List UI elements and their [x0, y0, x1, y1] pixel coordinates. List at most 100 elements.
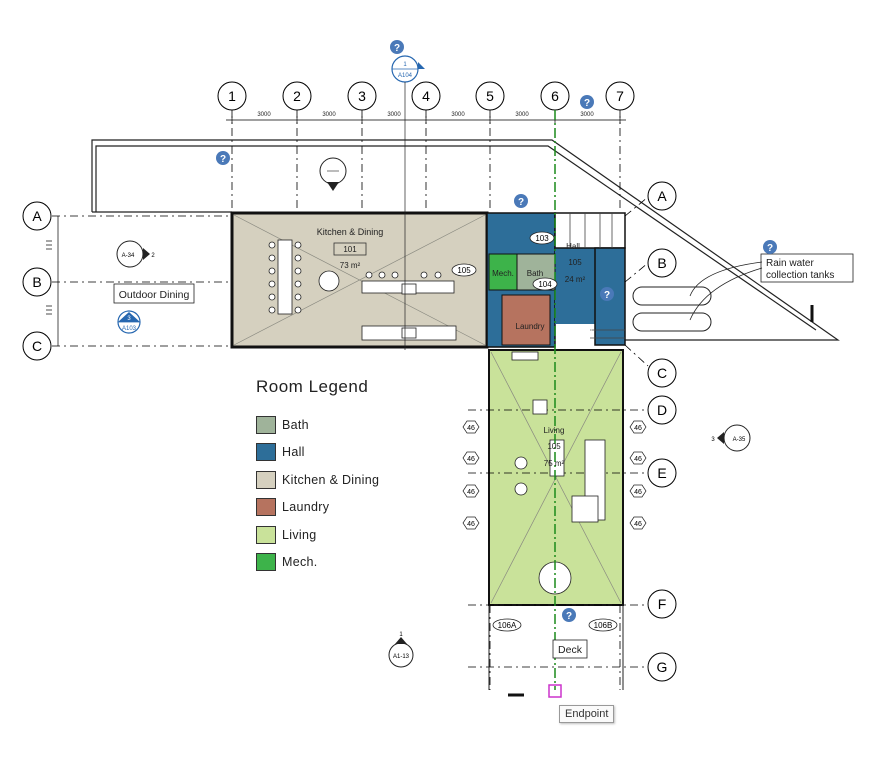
window-tags[interactable]: 46 46 46 46 46 46 46 46	[462, 420, 647, 530]
section-marker-outdoor[interactable]: 3 A103	[117, 310, 141, 334]
outdoor-dining-label[interactable]: Outdoor Dining	[113, 283, 195, 304]
grid-col-label: 2	[293, 88, 301, 104]
window-tag-label: 46	[467, 425, 475, 432]
door-tag-106a[interactable]: 106A	[492, 618, 522, 632]
svg-text:?: ?	[604, 290, 610, 301]
room-name-mech: Mech.	[492, 269, 514, 278]
door-tag-103[interactable]: 103	[529, 231, 555, 245]
grid-col-label: 6	[551, 88, 559, 104]
grid-bubble-col-4[interactable]: 4	[411, 81, 441, 111]
help-icon[interactable]: ?	[763, 240, 777, 254]
room-hall-east[interactable]	[555, 248, 595, 324]
help-icon[interactable]: ?	[562, 608, 576, 622]
deck-label[interactable]: Deck	[552, 639, 588, 659]
room-name-living: Living	[544, 426, 565, 435]
endpoint-marker[interactable]	[548, 684, 562, 698]
door-tag-106b[interactable]: 106B	[588, 618, 618, 632]
room-name-bath: Bath	[527, 269, 543, 278]
help-icon[interactable]: ?	[390, 40, 404, 54]
room-number-hall: 105	[568, 258, 582, 267]
grid-bubble-row-c-right[interactable]: C	[647, 358, 677, 388]
room-area-kitchen: 73 m²	[340, 261, 361, 270]
grid-bubble-row-a-right[interactable]: A	[647, 181, 677, 211]
room-mech[interactable]	[488, 253, 518, 291]
svg-text:?: ?	[767, 243, 773, 254]
window-tag: 46	[629, 451, 647, 465]
svg-text:1: 1	[403, 62, 407, 68]
svg-text:106B: 106B	[594, 621, 613, 630]
room-name-kitchen: Kitchen & Dining	[317, 227, 384, 237]
grid-bubble-row-a-left[interactable]: A	[22, 201, 52, 231]
grid-bubble-col-3[interactable]: 3	[347, 81, 377, 111]
grid-bubble-col-7[interactable]: 7	[605, 81, 635, 111]
grid-col-label: 4	[422, 88, 430, 104]
window-tag-label: 46	[634, 456, 642, 463]
legend-item-hall: Hall	[256, 439, 456, 467]
grid-bubble-row-f[interactable]: F	[647, 589, 677, 619]
living-furniture	[511, 351, 606, 595]
svg-text:A104: A104	[398, 73, 413, 79]
grid-bubble-row-e[interactable]: E	[647, 458, 677, 488]
grid-bubble-col-6[interactable]: 6	[540, 81, 570, 111]
svg-text:?: ?	[584, 98, 590, 109]
grid-bubble-row-d[interactable]: D	[647, 395, 677, 425]
legend-swatch	[256, 525, 276, 544]
window-tag: 46	[629, 484, 647, 498]
legend-label: Bath	[282, 417, 309, 432]
svg-text:?: ?	[518, 197, 524, 208]
help-icon[interactable]: ?	[216, 151, 230, 165]
door-tag-105[interactable]: 105	[451, 263, 477, 277]
dimension-label: 3000	[451, 112, 465, 118]
room-stair[interactable]	[554, 212, 626, 249]
window-tag: 46	[629, 420, 647, 434]
help-icon[interactable]: ?	[514, 194, 528, 208]
room-number-kitchen: 101	[343, 245, 357, 254]
elevation-marker-north[interactable]	[319, 157, 347, 191]
dimension-label: 3000	[515, 112, 529, 118]
grid-bubble-col-1[interactable]: 1	[217, 81, 247, 111]
svg-text:A-34: A-34	[122, 253, 135, 259]
window-tag-label: 46	[467, 456, 475, 463]
left-dimension-ticks	[46, 216, 59, 346]
grid-row-label: A	[657, 188, 667, 204]
kitchen-furniture	[268, 239, 457, 341]
legend-swatch	[256, 443, 276, 462]
help-icon[interactable]: ?	[600, 287, 614, 301]
grid-lines	[52, 110, 649, 690]
svg-text:A-35: A-35	[733, 437, 746, 443]
svg-text:?: ?	[566, 611, 572, 622]
section-marker-top[interactable]: 1 A104	[391, 55, 425, 83]
window-tag-label: 46	[467, 489, 475, 496]
grid-bubble-row-g[interactable]: G	[647, 652, 677, 682]
grid-col-label: 1	[228, 88, 236, 104]
svg-text:106A: 106A	[498, 621, 517, 630]
grid-bubble-row-b-left[interactable]: B	[22, 267, 52, 297]
legend-swatch	[256, 470, 276, 489]
room-name-laundry: Laundry	[516, 322, 545, 331]
grid-bubble-row-c-left[interactable]: C	[22, 331, 52, 361]
legend-item-kitchen-dining: Kitchen & Dining	[256, 466, 456, 494]
rain-water-tanks[interactable]	[632, 286, 712, 332]
grid-bubble-row-b-right[interactable]: B	[647, 248, 677, 278]
room-area-living: 75 m²	[544, 459, 565, 468]
grid-bubble-col-5[interactable]: 5	[475, 81, 505, 111]
legend-items: Bath Hall Kitchen & Dining Laundry Livin…	[256, 411, 456, 576]
grid-bubble-col-2[interactable]: 2	[282, 81, 312, 111]
elevation-marker-left[interactable]: A-34 2	[116, 240, 155, 268]
svg-text:Deck: Deck	[558, 644, 583, 656]
dimension-label: 3000	[580, 112, 594, 118]
grid-row-label: B	[657, 255, 666, 271]
legend-label: Laundry	[282, 500, 330, 515]
svg-text:2: 2	[151, 253, 155, 259]
room-number-living: 105	[547, 442, 561, 451]
door-tag-104[interactable]: 104	[532, 277, 558, 291]
legend-item-laundry: Laundry	[256, 494, 456, 522]
elevation-marker-bottom[interactable]: 1 A1-13	[388, 632, 414, 668]
room-laundry[interactable]	[501, 294, 551, 346]
elevation-marker-right[interactable]: A-35 3	[711, 424, 751, 452]
help-icon[interactable]: ?	[580, 95, 594, 109]
grid-col-label: 7	[616, 88, 624, 104]
